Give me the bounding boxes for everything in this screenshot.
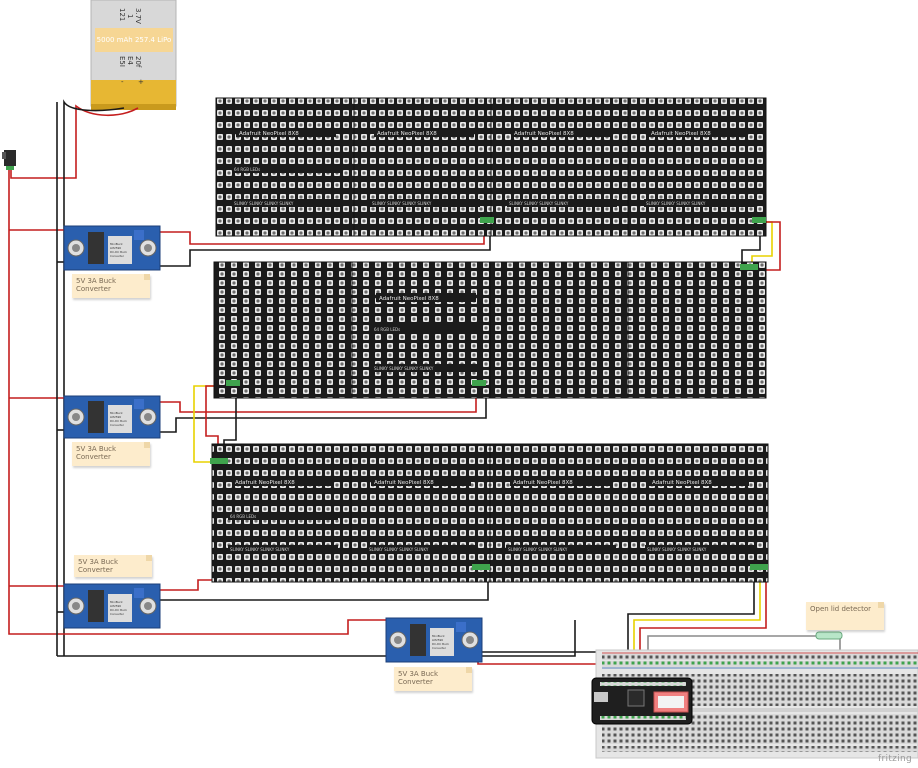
buck-4-chip-3: DC-DC Buck xyxy=(432,642,449,646)
matrix-3d-slinky: SLINKY SLINKY SLINKY SLINKY xyxy=(647,547,707,552)
matrix-1d-slinky: SLINKY SLINKY SLINKY SLINKY xyxy=(646,201,706,206)
matrix-1c-title: Adafruit NeoPixel 8X8 xyxy=(514,131,574,137)
buck-4-chip-1: MiniBuck xyxy=(432,634,445,638)
buck-converter-1: MiniBuck LM2596 DC-DC Buck Converter xyxy=(63,225,161,271)
lid-detector-label: Open lid detector xyxy=(810,605,872,613)
converter-2-note: 5V 3A Buck Converter xyxy=(72,442,150,466)
matrix-1b-title: Adafruit NeoPixel 8X8 xyxy=(377,131,437,137)
fritzing-logo: fritzing xyxy=(878,754,912,764)
battery-label-3: 3.7V xyxy=(134,8,142,24)
buck-1-chip-1: MiniBuck xyxy=(110,242,123,246)
matrix-3d-title: Adafruit NeoPixel 8X8 xyxy=(652,480,712,486)
switch-pins xyxy=(6,166,14,170)
lid-detector-note: Open lid detector xyxy=(806,602,884,630)
buck-4-chip-2: LM2596 xyxy=(432,638,443,642)
battery-label-1: 121 xyxy=(118,8,126,21)
buck-1-chip-2: LM2596 xyxy=(110,246,121,250)
battery-plus: + xyxy=(138,78,144,86)
battery-code-2: E4 xyxy=(126,56,134,65)
converter-3-label: 5V 3A Buck Converter xyxy=(78,558,119,574)
converter-1-label: 5V 3A Buck Converter xyxy=(76,277,117,293)
matrix-3a-slinky: SLINKY SLINKY SLINKY SLINKY xyxy=(230,547,290,552)
battery-label-2: 1 xyxy=(126,14,134,18)
matrix-3b-slinky: SLINKY SLINKY SLINKY SLINKY xyxy=(369,547,429,552)
buck-3-chip-1: MiniBuck xyxy=(110,600,123,604)
buck-3-chip-4: Converter xyxy=(110,612,125,616)
matrix-3b-title: Adafruit NeoPixel 8X8 xyxy=(374,480,434,486)
buck-2-chip-3: DC-DC Buck xyxy=(110,419,127,423)
matrix-1a-sub: 64 RGB LEDs xyxy=(234,167,260,172)
converter-2-label: 5V 3A Buck Converter xyxy=(76,445,117,461)
matrix-1a-title: Adafruit NeoPixel 8X8 xyxy=(239,131,299,137)
buck-2-chip-2: LM2596 xyxy=(110,415,121,419)
buck-converter-4: MiniBuck LM2596 DC-DC Buck Converter xyxy=(385,617,483,663)
feather-board xyxy=(591,677,693,725)
buck-1-chip-4: Converter xyxy=(110,254,125,258)
matrix-row-2: Adafruit NeoPixel 8X8 64 RGB LEDs SLINKY… xyxy=(213,261,767,399)
matrix-1d-title: Adafruit NeoPixel 8X8 xyxy=(651,131,711,137)
power-switch xyxy=(2,150,16,166)
matrix-3c-title: Adafruit NeoPixel 8X8 xyxy=(513,480,573,486)
battery-code-3: 20f xyxy=(134,56,142,68)
buck-2-chip-1: MiniBuck xyxy=(110,411,123,415)
matrix-2b-slinky: SLINKY SLINKY SLINKY SLINKY xyxy=(374,366,434,371)
matrix-3c-slinky: SLINKY SLINKY SLINKY SLINKY xyxy=(508,547,568,552)
battery-capacity-label: 5000 mAh 257.4 LiPo xyxy=(97,36,172,44)
matrix-2b-title: Adafruit NeoPixel 8X8 xyxy=(379,296,439,302)
lipo-battery: 5000 mAh 257.4 LiPo 121 1 3.7V E5I E4 20… xyxy=(90,0,177,110)
matrix-3a-title: Adafruit NeoPixel 8X8 xyxy=(235,480,295,486)
buck-3-chip-3: DC-DC Buck xyxy=(110,608,127,612)
matrix-3a-sub: 64 RGB LEDs xyxy=(230,514,256,519)
converter-1-note: 5V 3A Buck Converter xyxy=(72,274,150,298)
matrix-1c-slinky: SLINKY SLINKY SLINKY SLINKY xyxy=(509,201,569,206)
matrix-2b-sub: 64 RGB LEDs xyxy=(374,327,400,332)
buck-1-chip-3: DC-DC Buck xyxy=(110,250,127,254)
converter-3-note: 5V 3A Buck Converter xyxy=(74,555,152,577)
converter-4-note: 5V 3A Buck Converter xyxy=(394,667,472,691)
matrix-1b-slinky: SLINKY SLINKY SLINKY SLINKY xyxy=(372,201,432,206)
battery-code-1: E5I xyxy=(118,56,126,67)
matrix-row-1: Adafruit NeoPixel 8X8 Adafruit NeoPixel … xyxy=(215,97,767,237)
buck-2-chip-4: Converter xyxy=(110,423,125,427)
reed-switch xyxy=(815,631,843,640)
buck-3-chip-2: LM2596 xyxy=(110,604,121,608)
converter-4-label: 5V 3A Buck Converter xyxy=(398,670,439,686)
battery-minus: - xyxy=(121,78,124,86)
buck-converter-3: MiniBuck LM2596 DC-DC Buck Converter xyxy=(63,583,161,629)
matrix-1a-slinky: SLINKY SLINKY SLINKY SLINKY xyxy=(234,201,294,206)
buck-converter-2: MiniBuck LM2596 DC-DC Buck Converter xyxy=(63,395,161,439)
matrix-row-3: Adafruit NeoPixel 8X8 Adafruit NeoPixel … xyxy=(210,443,769,583)
buck-4-chip-4: Converter xyxy=(432,646,447,650)
